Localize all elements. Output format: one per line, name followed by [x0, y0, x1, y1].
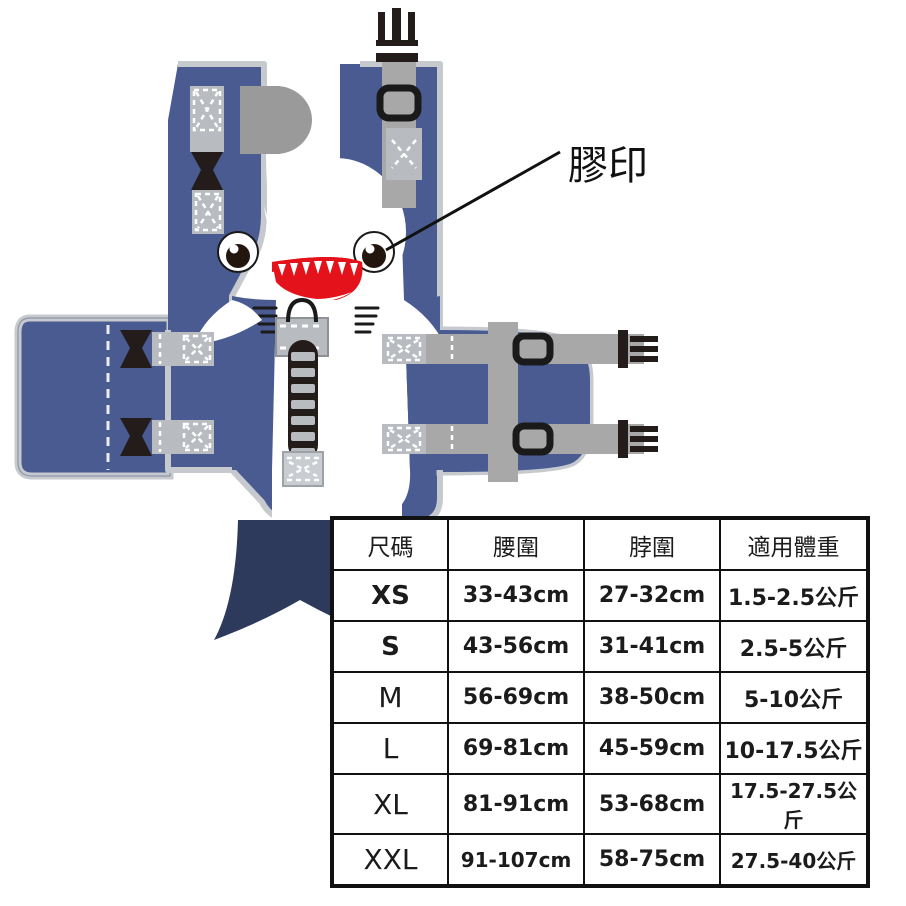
cell-weight: 5-10公斤 — [719, 671, 869, 724]
left-shoulder-strap-hardware[interactable] — [190, 86, 224, 234]
cell-size: XXL — [331, 833, 449, 887]
table-row: XS 33-43cm 27-32cm 1.5-2.5公斤 — [331, 569, 869, 622]
cell-weight: 27.5-40公斤 — [719, 833, 869, 887]
table-row: S 43-56cm 31-41cm 2.5-5公斤 — [331, 620, 869, 673]
left-flap-connectors[interactable] — [120, 330, 214, 456]
table-row: XXL 91-107cm 58-75cm 27.5-40公斤 — [331, 833, 869, 887]
header-waist: 腰圍 — [447, 517, 585, 571]
buckle-lower — [618, 420, 658, 458]
buckle-upper — [618, 330, 658, 368]
cell-neck: 53-68cm — [583, 773, 721, 835]
cell-waist: 56-69cm — [447, 671, 585, 724]
annotation-leader-line — [385, 150, 561, 252]
header-weight: 適用體重 — [719, 517, 869, 571]
slider-ring-lower — [512, 422, 554, 456]
cell-size: S — [331, 620, 449, 673]
table-row: XL 81-91cm 53-68cm 17.5-27.5公斤 — [331, 773, 869, 835]
size-chart-table: 尺碼 腰圍 脖圍 適用體重 XS 33-43cm 27-32cm 1.5-2.5… — [330, 516, 870, 888]
cell-neck: 27-32cm — [583, 569, 721, 622]
cell-size: XS — [331, 569, 449, 622]
header-neck: 脖圍 — [583, 517, 721, 571]
annotation-label: 膠印 — [568, 143, 648, 189]
shark-eyes — [217, 231, 395, 273]
cell-waist: 43-56cm — [447, 620, 585, 673]
cell-waist: 81-91cm — [447, 773, 585, 835]
cell-size: XL — [331, 773, 449, 835]
belly-straps[interactable] — [382, 322, 658, 482]
lift-handle[interactable] — [275, 297, 329, 487]
cell-size: L — [331, 722, 449, 775]
cell-weight: 1.5-2.5公斤 — [719, 569, 869, 622]
cell-weight: 10-17.5公斤 — [719, 722, 869, 775]
table-row: M 56-69cm 38-50cm 5-10公斤 — [331, 671, 869, 724]
cell-weight: 17.5-27.5公斤 — [719, 773, 869, 835]
slider-ring — [376, 84, 422, 122]
right-shoulder-strap-hardware[interactable] — [376, 8, 422, 208]
top-buckle — [376, 8, 418, 62]
table-header-row: 尺碼 腰圍 脖圍 適用體重 — [331, 517, 869, 571]
cell-neck: 38-50cm — [583, 671, 721, 724]
cell-waist: 69-81cm — [447, 722, 585, 775]
gill-slits — [252, 306, 380, 334]
header-size: 尺碼 — [331, 517, 449, 571]
cell-neck: 58-75cm — [583, 833, 721, 887]
slider-ring-upper — [512, 332, 554, 366]
cell-neck: 45-59cm — [583, 722, 721, 775]
cell-size: M — [331, 671, 449, 724]
table-row: L 69-81cm 45-59cm 10-17.5公斤 — [331, 722, 869, 775]
cell-weight: 2.5-5公斤 — [719, 620, 869, 673]
cell-neck: 31-41cm — [583, 620, 721, 673]
cell-waist: 33-43cm — [447, 569, 585, 622]
cell-waist: 91-107cm — [447, 833, 585, 887]
